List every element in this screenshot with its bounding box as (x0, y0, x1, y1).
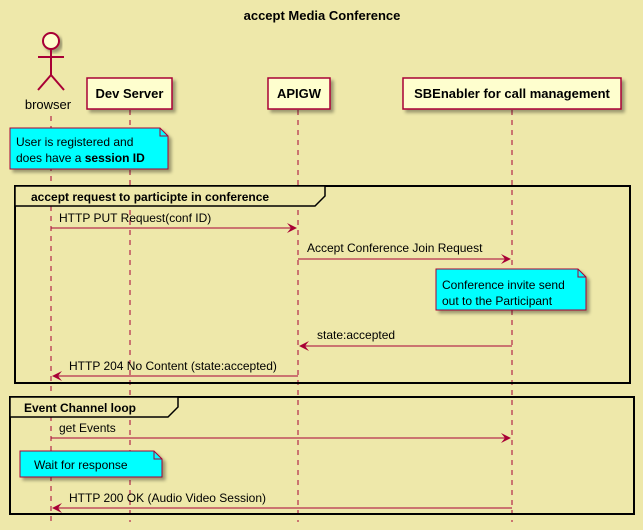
msg-join-label: Accept Conference Join Request (307, 241, 483, 255)
msg-state-label: state:accepted (317, 328, 395, 342)
note-wait: Wait for response (19, 450, 163, 478)
msg-put: HTTP PUT Request(conf ID) (51, 211, 297, 233)
msg-ok-label: HTTP 200 OK (Audio Video Session) (69, 491, 266, 505)
msg-no-content: HTTP 204 No Content (state:accepted) (52, 359, 298, 381)
msg-ok: HTTP 200 OK (Audio Video Session) (52, 491, 512, 513)
group-accept-request: accept request to participte in conferen… (14, 185, 631, 384)
participant-browser-label: browser (25, 97, 72, 112)
participant-dev-server: Dev Server (86, 77, 173, 110)
note-registered-line1: User is registered and (16, 135, 133, 149)
msg-put-label: HTTP PUT Request(conf ID) (59, 211, 211, 225)
msg-join: Accept Conference Join Request (298, 241, 511, 264)
group-accept-label: accept request to participte in conferen… (31, 190, 269, 204)
group-event-loop: Event Channel loop (9, 396, 635, 515)
note-registered: User is registered and does have a sessi… (9, 127, 169, 170)
browser-actor-icon (37, 32, 65, 91)
note-invite-line2: out to the Participant (442, 294, 553, 308)
participant-apigw-label: APIGW (277, 86, 322, 101)
msg-get-events-label: get Events (59, 421, 116, 435)
group-loop-label: Event Channel loop (24, 401, 136, 415)
participant-sbenabler: SBEnabler for call management (402, 77, 622, 110)
note-invite-line1: Conference invite send (442, 278, 565, 292)
note-registered-line2: does have a session ID (16, 151, 145, 165)
msg-no-content-label: HTTP 204 No Content (state:accepted) (69, 359, 277, 373)
diagram-title: accept Media Conference (244, 8, 401, 23)
note-invite: Conference invite send out to the Partic… (435, 268, 587, 311)
participant-apigw: APIGW (267, 77, 331, 110)
msg-state: state:accepted (299, 328, 512, 351)
participant-sbenabler-label: SBEnabler for call management (414, 86, 610, 101)
note-wait-text: Wait for response (34, 458, 128, 472)
participant-dev-server-label: Dev Server (96, 86, 164, 101)
msg-get-events: get Events (51, 421, 511, 443)
